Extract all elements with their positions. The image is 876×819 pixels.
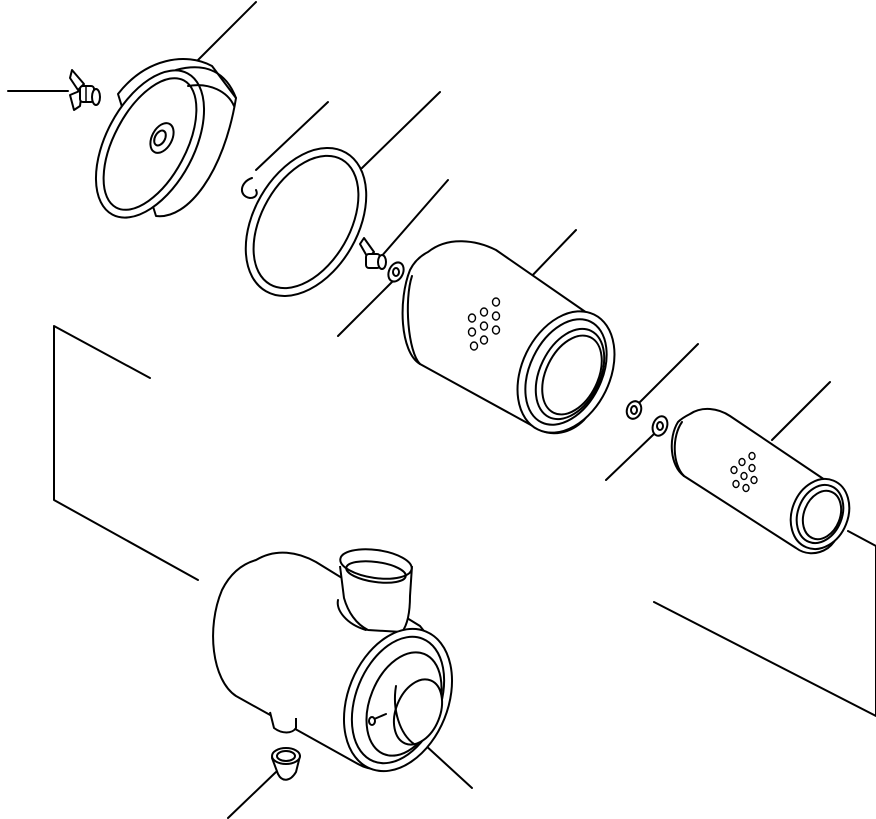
leader-line bbox=[255, 101, 329, 171]
clip bbox=[241, 101, 329, 199]
leader-line bbox=[423, 743, 473, 789]
perforation-holes bbox=[467, 297, 501, 351]
wing-nut-middle bbox=[359, 179, 449, 270]
dust-evacuator-valve bbox=[227, 747, 301, 819]
leader-line bbox=[527, 229, 577, 281]
gasket bbox=[244, 91, 441, 297]
leader-line bbox=[771, 381, 831, 441]
perforation-holes bbox=[730, 451, 758, 493]
nut bbox=[625, 343, 699, 420]
primary-filter-element bbox=[401, 229, 616, 435]
washer-right bbox=[605, 415, 669, 481]
assembly-bracket-right bbox=[653, 530, 876, 717]
washer-middle bbox=[337, 261, 405, 337]
end-cover bbox=[94, 1, 257, 219]
wing-nut-top bbox=[7, 69, 101, 111]
safety-filter-element bbox=[670, 381, 851, 555]
leader-line bbox=[379, 179, 449, 259]
leader-line bbox=[195, 1, 257, 63]
leader-line bbox=[637, 343, 699, 405]
leader-line bbox=[605, 433, 655, 481]
leader-line bbox=[361, 91, 441, 169]
assembly-bracket-left bbox=[53, 325, 199, 581]
air-cleaner-housing bbox=[212, 548, 473, 789]
leader-line bbox=[227, 771, 277, 819]
leader-line bbox=[337, 281, 393, 337]
